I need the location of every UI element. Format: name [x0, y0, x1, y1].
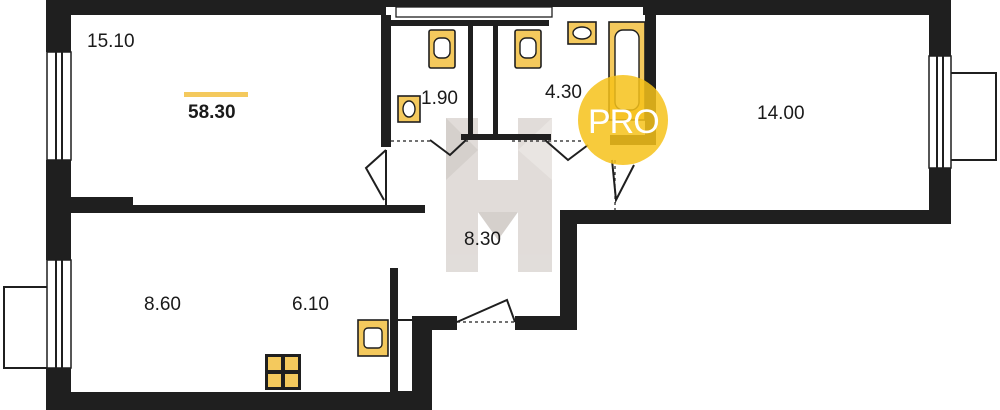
pro-badge: PRO — [578, 75, 668, 165]
room-bedroom-2-area: 8.60 — [144, 294, 181, 315]
interior-walls — [71, 7, 656, 393]
room-hallway-area: 8.30 — [464, 229, 501, 250]
outer-walls — [46, 0, 951, 410]
total-area-bar — [184, 92, 248, 97]
toilet-fixture-2 — [514, 29, 542, 69]
room-kitchen-area: 6.10 — [292, 294, 329, 315]
watermark-logo — [446, 118, 552, 272]
room-bathroom-area: 4.30 — [545, 82, 582, 103]
windows — [46, 6, 952, 369]
window-bedroom-2 — [46, 259, 72, 369]
room-living-room-area: 15.10 — [87, 31, 135, 52]
kitchen-stove — [265, 354, 301, 390]
kitchen-sink — [357, 319, 389, 357]
pro-badge-text: PRO — [588, 103, 659, 141]
sink-toilet — [397, 95, 421, 123]
doors — [364, 139, 635, 323]
room-bedroom-area: 14.00 — [757, 103, 805, 124]
room-toilet-area: 1.90 — [421, 88, 458, 109]
window-bedroom — [928, 55, 952, 169]
balconies — [3, 72, 997, 369]
toilet-fixture-1 — [428, 29, 456, 69]
sink-bathroom — [567, 21, 597, 45]
window-hallway-top — [395, 6, 553, 18]
window-living-room — [46, 51, 72, 161]
total-area-label: 58.30 — [188, 102, 236, 123]
